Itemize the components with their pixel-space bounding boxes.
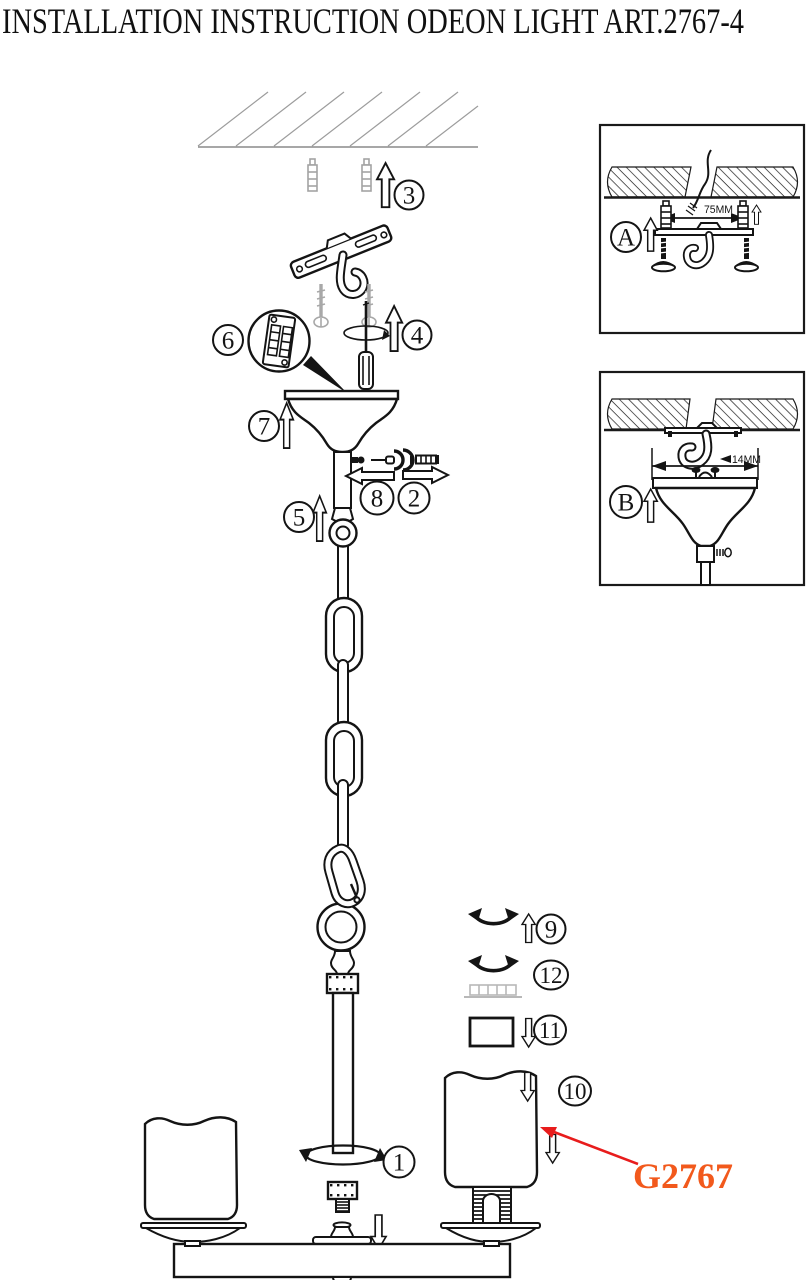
- wire-stripped-end: [685, 202, 698, 216]
- step-10-arrow-icon: [545, 1133, 561, 1164]
- wall-anchor: [660, 200, 672, 229]
- step-9-label: 9: [545, 917, 558, 944]
- step-1-label: 1: [393, 1150, 406, 1177]
- chain-link: [337, 659, 349, 727]
- step-6-badge: 6: [212, 324, 244, 356]
- center-rod: [331, 991, 355, 1155]
- step-8-label: 8: [371, 486, 384, 513]
- wire-loop-screws: [691, 467, 720, 478]
- step-2-label: 2: [408, 486, 421, 513]
- ceiling-slab: [711, 398, 799, 430]
- step-3-arrow-icon: [376, 162, 396, 209]
- wall-anchor: [361, 158, 372, 192]
- ceiling-slab: [710, 166, 799, 198]
- step-7-label: 7: [258, 414, 271, 441]
- step-12-label: 12: [540, 963, 563, 988]
- mounting-screw: [651, 238, 676, 273]
- terminal-block-magnifier: [247, 309, 347, 393]
- step-6-label: 6: [222, 328, 235, 355]
- step-11-label: 11: [539, 1018, 561, 1043]
- step-9-arrow-icon: [521, 913, 537, 944]
- mounting-screw: [734, 238, 759, 273]
- chain: [324, 507, 364, 851]
- wall-anchor: [737, 200, 749, 229]
- inset-b-label: B: [618, 490, 635, 517]
- step-4-label: 4: [411, 323, 424, 350]
- lamp-shade-right: [443, 1070, 539, 1189]
- dimension-14mm-label: 14MM: [732, 454, 761, 466]
- supply-wire: [692, 149, 712, 209]
- chain-link: [324, 596, 364, 674]
- shade-holder-dish: [140, 1222, 247, 1247]
- ceiling-slab: [606, 166, 692, 198]
- step-5-arrow-icon: [312, 495, 328, 543]
- product-code-label: G2767: [633, 1156, 733, 1196]
- threaded-collar-ghost: [464, 984, 522, 998]
- screwdriver-icon: [343, 301, 390, 390]
- inset-a-panel: 75MM: [598, 123, 806, 335]
- canopy: [652, 477, 758, 586]
- step-3-label: 3: [403, 183, 416, 210]
- mounting-bracket: [664, 422, 742, 470]
- rotate-ring-icon: [468, 955, 519, 973]
- arm-bar-boss: [331, 1276, 353, 1280]
- grub-screw-icon: [410, 454, 439, 465]
- step-7-arrow-icon: [279, 402, 295, 450]
- step-4-arrow-icon: [385, 305, 404, 353]
- product-code-arrow: [540, 1127, 639, 1166]
- hanging-loop: [328, 507, 358, 548]
- glass-panel-icon: [468, 1016, 515, 1048]
- mounting-knob: [312, 1221, 372, 1245]
- wall-anchor: [307, 158, 318, 192]
- set-screw-icon: [351, 457, 358, 463]
- step-4-badge: 4: [401, 319, 433, 351]
- fixture-arm-bar: [172, 1242, 512, 1279]
- shade-holder-dish: [440, 1222, 541, 1247]
- mounting-bracket: [289, 224, 393, 299]
- step-2-badge: 2: [397, 481, 431, 515]
- step-5-badge: 5: [283, 501, 315, 533]
- step-10-badge: 10: [558, 1075, 592, 1107]
- inset-a-label: A: [617, 225, 635, 252]
- set-screw-icon: [713, 547, 732, 558]
- rotate-indicator-icon: [343, 325, 389, 341]
- knurled-coupler: [325, 972, 360, 995]
- canopy-stem: [333, 451, 365, 509]
- inset-b-badge: B: [609, 485, 643, 519]
- step-8-arrow-icon: [343, 466, 395, 486]
- step-5-label: 5: [293, 505, 306, 532]
- carabiner-hook: [323, 843, 366, 909]
- ceiling-slab: [606, 398, 691, 430]
- step-8-badge: 8: [359, 480, 395, 516]
- inset-a-badge: A: [610, 221, 642, 253]
- suspension-ring: [316, 902, 366, 952]
- hex-key-screwdriver-icon: [371, 455, 395, 465]
- mounting-bracket: [654, 222, 754, 270]
- step-7-badge: 7: [248, 410, 280, 442]
- step-2-arrow-icon: [402, 465, 451, 485]
- step-10-label: 10: [564, 1079, 587, 1104]
- threaded-socket: [472, 1186, 512, 1224]
- rotate-ring-icon: [468, 908, 519, 926]
- step-1-badge: 1: [382, 1145, 416, 1179]
- lamp-shade-left: [143, 1116, 239, 1221]
- step-3-badge: 3: [393, 179, 425, 211]
- step-11-badge: 11: [533, 1014, 567, 1046]
- dimension-14mm: 14MM: [651, 448, 761, 480]
- page-title: INSTALLATION INSTRUCTION ODEON LIGHT ART…: [2, 1, 744, 41]
- step-12-badge: 12: [533, 959, 569, 991]
- threaded-stub: [326, 1180, 359, 1213]
- chain-link: [337, 779, 349, 851]
- mounting-screw: [313, 284, 329, 328]
- ceiling-hatch: [197, 91, 479, 148]
- canopy: [283, 389, 400, 454]
- dimension-75mm-label: 75MM: [704, 204, 733, 216]
- inset-b-panel: 14MM B: [598, 370, 806, 587]
- step-9-badge: 9: [535, 913, 567, 945]
- connector-bead: [329, 950, 356, 975]
